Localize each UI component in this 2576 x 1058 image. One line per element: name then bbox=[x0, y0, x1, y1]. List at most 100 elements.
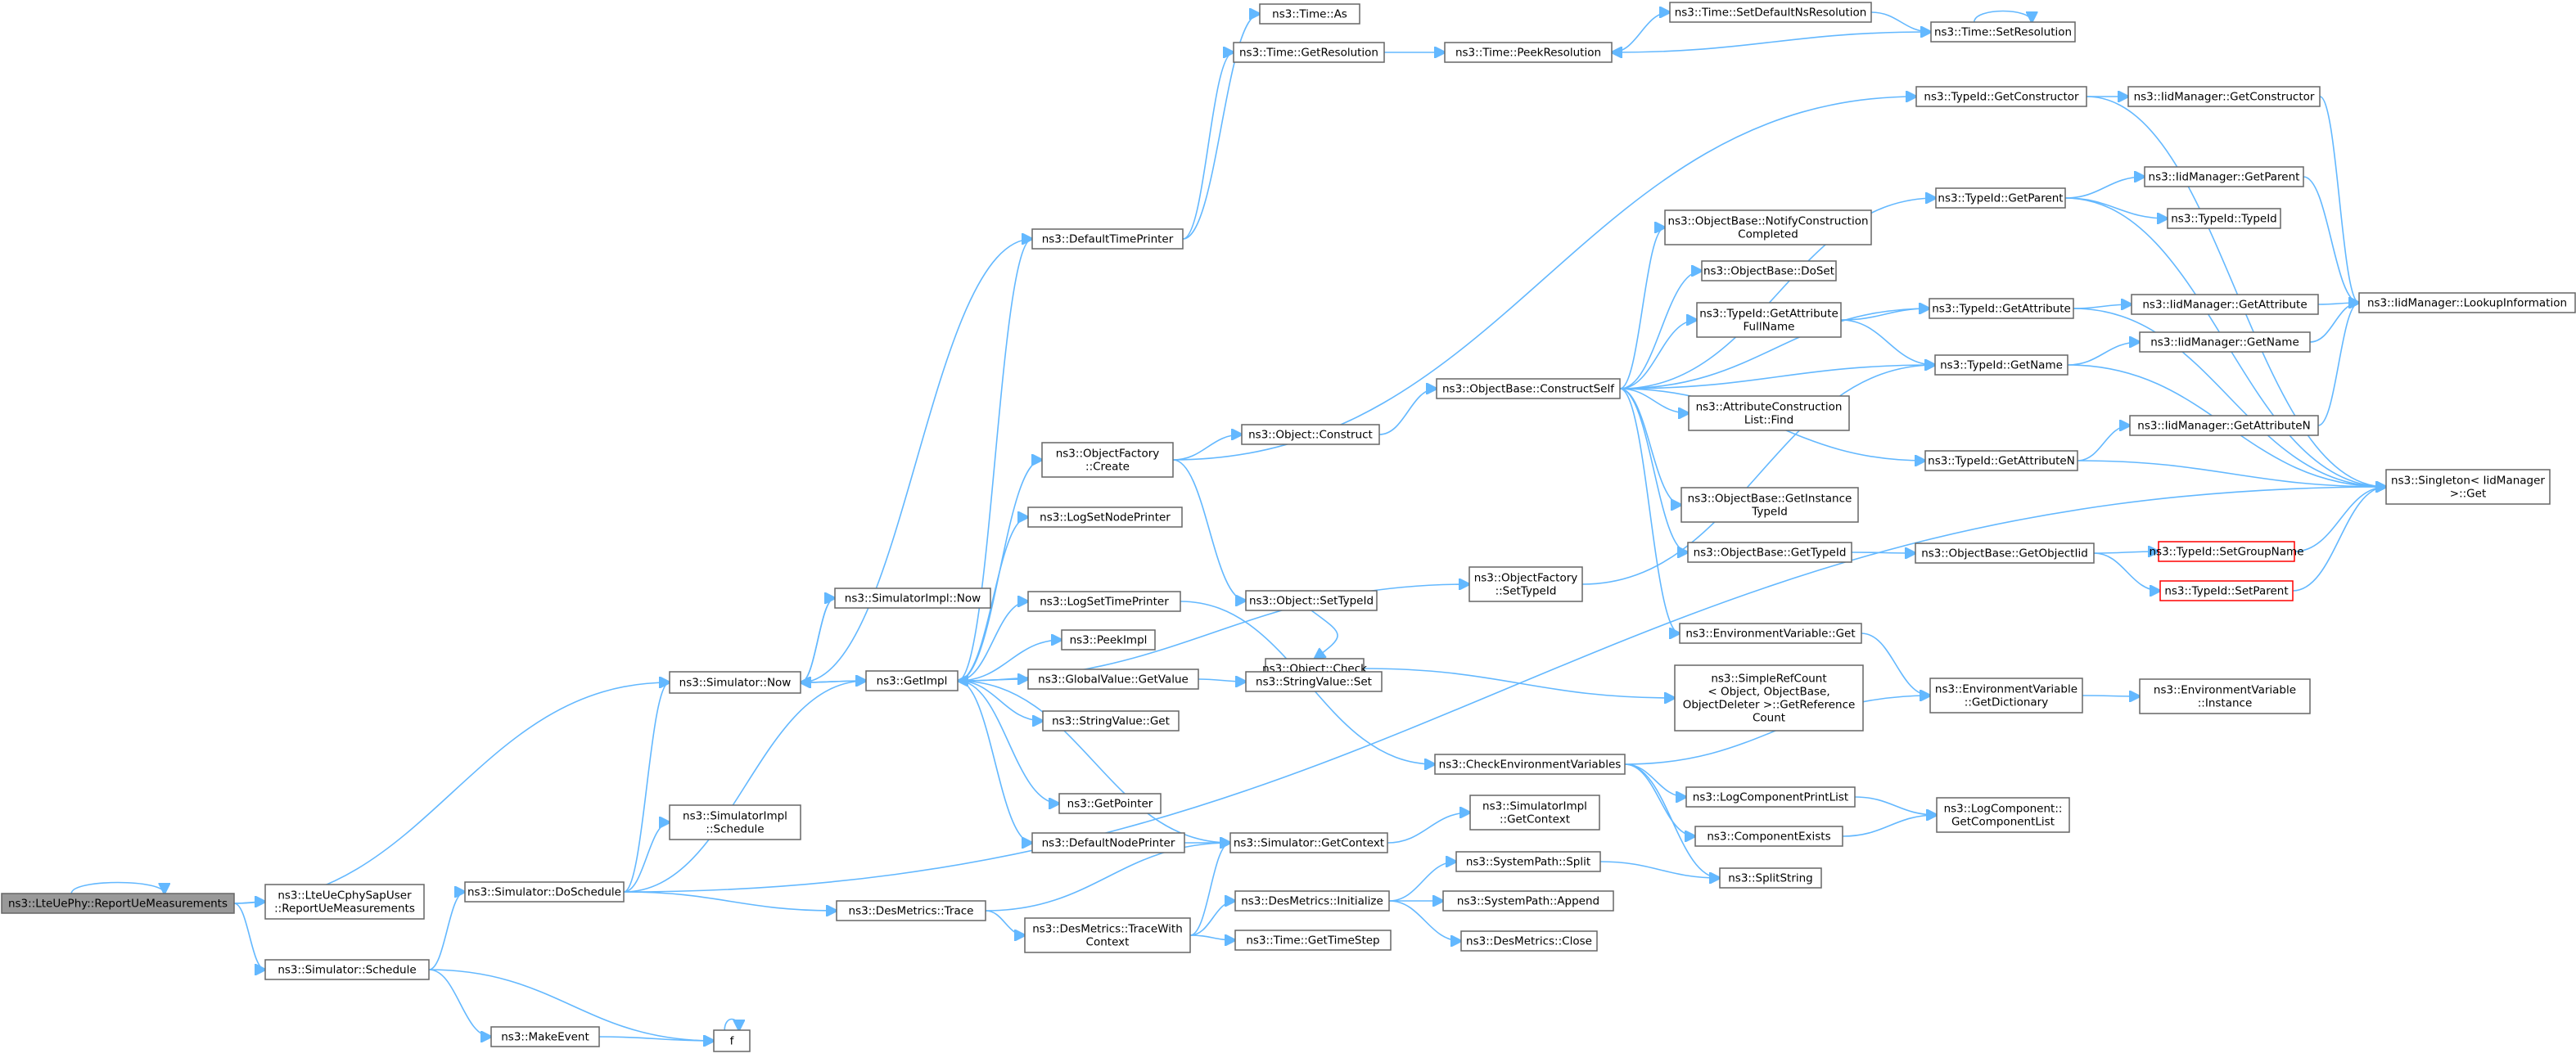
node-label: ns3::TypeId::GetConstructor bbox=[1924, 91, 2079, 104]
node-lsnp[interactable]: ns3::LogSetNodePrinter bbox=[1027, 506, 1183, 528]
edge-dtp-to-simnow bbox=[801, 238, 1033, 682]
node-tgetctor[interactable]: ns3::TypeId::GetConstructor bbox=[1915, 86, 2087, 107]
node-typeidctor[interactable]: ns3::TypeId::TypeId bbox=[2167, 208, 2281, 229]
node-setparent[interactable]: ns3::TypeId::SetParent bbox=[2159, 580, 2294, 601]
node-iidgetname[interactable]: ns3::IidManager::GetName bbox=[2139, 331, 2311, 353]
node-envinstance[interactable]: ns3::EnvironmentVariable::Instance bbox=[2139, 678, 2311, 714]
edge-tgetattrn-to-singleton bbox=[2077, 460, 2386, 487]
node-label: ns3::AttributeConstruction bbox=[1696, 401, 1843, 414]
node-tgetname[interactable]: ns3::TypeId::GetName bbox=[1934, 354, 2068, 376]
node-lookupinfo[interactable]: ns3::IidManager::LookupInformation bbox=[2358, 292, 2576, 313]
node-schedule[interactable]: ns3::Simulator::Schedule bbox=[264, 959, 430, 980]
node-label: ObjectDeleter >::GetReference bbox=[1683, 699, 1856, 712]
node-box bbox=[1229, 832, 1388, 853]
edge-doschedule-to-getimpl bbox=[623, 681, 866, 893]
node-simgetctx[interactable]: ns3::Simulator::GetContext bbox=[1229, 832, 1388, 853]
edge-root-to-root bbox=[70, 881, 165, 894]
node-timesetres[interactable]: ns3::Time::SetResolution bbox=[1930, 21, 2076, 43]
node-label: ns3::Time::SetDefaultNsResolution bbox=[1675, 7, 1867, 20]
node-svset[interactable]: ns3::StringValue::Set bbox=[1245, 671, 1383, 692]
node-ofsettypeid[interactable]: ns3::ObjectFactory::SetTypeId bbox=[1468, 566, 1583, 602]
node-singleton[interactable]: ns3::Singleton< IidManager>::Get bbox=[2385, 469, 2551, 505]
node-iidgetattrn[interactable]: ns3::IidManager::GetAttributeN bbox=[2129, 415, 2319, 436]
node-tgetattr[interactable]: ns3::TypeId::GetAttribute bbox=[1929, 298, 2074, 319]
node-box bbox=[1031, 832, 1185, 853]
edge-iidgetctor-to-lookupinfo bbox=[2319, 96, 2359, 303]
node-makeevent[interactable]: ns3::MakeEvent bbox=[490, 1026, 600, 1047]
node-obgettypeid[interactable]: ns3::ObjectBase::GetTypeId bbox=[1687, 542, 1852, 563]
node-checkenv[interactable]: ns3::CheckEnvironmentVariables bbox=[1434, 754, 1626, 775]
node-timepeekres[interactable]: ns3::Time::PeekResolution bbox=[1444, 42, 1613, 63]
node-iidgetattr[interactable]: ns3::IidManager::GetAttribute bbox=[2131, 294, 2319, 315]
node-gvget[interactable]: ns3::GlobalValue::GetValue bbox=[1027, 669, 1199, 690]
node-dtp[interactable]: ns3::DefaultTimePrinter bbox=[1031, 228, 1184, 250]
node-box bbox=[865, 670, 959, 691]
node-label: ::Instance bbox=[2198, 697, 2253, 710]
node-peekimpl[interactable]: ns3::PeekImpl bbox=[1061, 629, 1156, 651]
node-getobjiid[interactable]: ns3::ObjectBase::GetObjectIid bbox=[1915, 543, 2095, 564]
node-setdefaultns[interactable]: ns3::Time::SetDefaultNsResolution bbox=[1669, 2, 1872, 23]
edge-objsettypeid-to-objcheck bbox=[1311, 610, 1338, 659]
node-gettimestep[interactable]: ns3::Time::GetTimeStep bbox=[1234, 930, 1392, 951]
node-srcgetref[interactable]: ns3::SimpleRefCount< Object, ObjectBase,… bbox=[1674, 664, 1864, 732]
node-implsched[interactable]: ns3::SimulatorImpl::Schedule bbox=[669, 804, 801, 840]
node-f[interactable]: f bbox=[713, 1029, 751, 1052]
node-implgetctx[interactable]: ns3::SimulatorImpl::GetContext bbox=[1469, 795, 1600, 831]
node-setgroupname[interactable]: ns3::TypeId::SetGroupName bbox=[2149, 541, 2304, 562]
node-label: ns3::IidManager::GetName bbox=[2150, 336, 2299, 349]
node-lcgetlist[interactable]: ns3::LogComponent::GetComponentList bbox=[1936, 797, 2070, 833]
node-construct[interactable]: ns3::ObjectBase::ConstructSelf bbox=[1436, 378, 1621, 399]
node-box bbox=[1915, 86, 2087, 107]
node-svget[interactable]: ns3::StringValue::Get bbox=[1042, 710, 1180, 732]
node-box bbox=[1259, 3, 1360, 25]
edge-checkenv-to-splitstring bbox=[1624, 763, 1720, 878]
node-timegetres[interactable]: ns3::Time::GetResolution bbox=[1233, 42, 1385, 63]
node-simnow[interactable]: ns3::Simulator::Now bbox=[669, 671, 801, 694]
node-objconstruct[interactable]: ns3::Object::Construct bbox=[1241, 424, 1380, 445]
node-iidgetparent[interactable]: ns3::IidManager::GetParent bbox=[2144, 166, 2304, 187]
node-desinit[interactable]: ns3::DesMetrics::Initialize bbox=[1234, 890, 1390, 912]
node-iidgetctor[interactable]: ns3::IidManager::GetConstructor bbox=[2127, 86, 2321, 107]
node-getpointer[interactable]: ns3::GetPointer bbox=[1058, 793, 1162, 814]
node-timeas[interactable]: ns3::Time::As bbox=[1259, 3, 1360, 25]
node-doschedule[interactable]: ns3::Simulator::DoSchedule bbox=[464, 881, 625, 903]
node-objsettypeid[interactable]: ns3::Object::SetTypeId bbox=[1245, 590, 1378, 611]
node-label: ns3::Time::PeekResolution bbox=[1455, 47, 1601, 60]
node-label: ns3::ObjectBase::DoSet bbox=[1703, 265, 1834, 278]
node-box bbox=[1241, 424, 1380, 445]
node-envget[interactable]: ns3::EnvironmentVariable::Get bbox=[1679, 623, 1862, 644]
edge-getobjiid-to-setgroupname bbox=[2093, 552, 2159, 553]
node-logcpl[interactable]: ns3::LogComponentPrintList bbox=[1685, 786, 1856, 808]
node-notifyconst[interactable]: ns3::ObjectBase::NotifyConstructionCompl… bbox=[1664, 209, 1872, 245]
node-box bbox=[1041, 442, 1174, 478]
node-splitstring[interactable]: ns3::SplitString bbox=[1719, 867, 1822, 889]
node-desclose[interactable]: ns3::DesMetrics::Close bbox=[1460, 930, 1598, 952]
node-box bbox=[1058, 793, 1162, 814]
node-tgetparent[interactable]: ns3::TypeId::GetParent bbox=[1935, 187, 2066, 209]
node-ofcreate[interactable]: ns3::ObjectFactory::Create bbox=[1041, 442, 1174, 478]
node-compexists[interactable]: ns3::ComponentExists bbox=[1694, 826, 1843, 847]
node-root[interactable]: ns3::LteUePhy::ReportUeMeasurements bbox=[1, 893, 235, 914]
node-splitpath[interactable]: ns3::SystemPath::Split bbox=[1455, 851, 1601, 872]
node-box bbox=[1455, 851, 1601, 872]
node-sap[interactable]: ns3::LteUeCphySapUser::ReportUeMeasureme… bbox=[264, 884, 425, 920]
node-box bbox=[1679, 623, 1862, 644]
node-envgetdict[interactable]: ns3::EnvironmentVariable::GetDictionary bbox=[1929, 678, 2083, 714]
node-doset[interactable]: ns3::ObjectBase::DoSet bbox=[1701, 260, 1837, 281]
node-label: ::Create bbox=[1085, 461, 1130, 474]
edge-gvget-to-svset bbox=[1198, 679, 1246, 682]
node-label: ns3::TypeId::GetAttributeN bbox=[1928, 455, 2075, 468]
node-label: ns3::SimulatorImpl::Now bbox=[845, 592, 981, 606]
node-tgetattrn[interactable]: ns3::TypeId::GetAttributeN bbox=[1924, 450, 2078, 471]
node-implnow[interactable]: ns3::SimulatorImpl::Now bbox=[834, 588, 991, 609]
node-append[interactable]: ns3::SystemPath::Append bbox=[1442, 890, 1614, 912]
node-getimpl[interactable]: ns3::GetImpl bbox=[865, 670, 959, 691]
node-label: ns3::LogSetTimePrinter bbox=[1040, 596, 1169, 609]
node-destrace[interactable]: ns3::DesMetrics::Trace bbox=[836, 900, 986, 921]
node-dnp[interactable]: ns3::DefaultNodePrinter bbox=[1031, 832, 1185, 853]
node-lstp[interactable]: ns3::LogSetTimePrinter bbox=[1027, 591, 1181, 612]
